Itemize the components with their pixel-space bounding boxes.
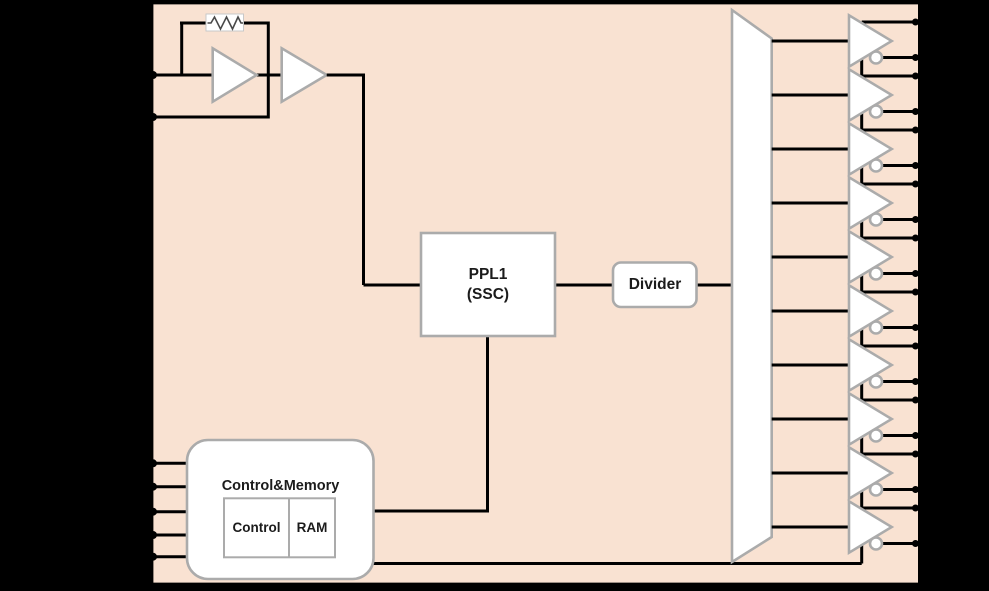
control-input-pins — [149, 459, 189, 561]
divider-block — [611, 261, 698, 309]
inverter-bubble-icon — [868, 266, 884, 281]
divider-label: Divider — [628, 275, 682, 293]
pin-dot — [149, 552, 157, 561]
pin-dot — [149, 507, 157, 516]
output-buffer-unit — [771, 13, 919, 76]
ram-label: RAM — [296, 520, 328, 535]
pin-dot — [912, 450, 919, 458]
output-buffer-unit — [771, 337, 919, 400]
amplifier-icon — [211, 45, 260, 105]
inverter-bubble-icon — [868, 374, 884, 389]
output-buffer-unit — [771, 175, 919, 238]
pin-dot — [912, 54, 919, 61]
control-label: Control — [232, 520, 281, 535]
pin-dot — [149, 482, 157, 491]
pin-dot — [912, 324, 919, 331]
pin-dot — [912, 486, 919, 493]
pin-dot — [912, 72, 919, 80]
pin-dot — [149, 531, 157, 539]
pin-dot — [149, 113, 157, 121]
pin-dot — [912, 180, 919, 188]
pin-dot — [912, 342, 919, 350]
inverter-bubble-icon — [868, 536, 884, 551]
output-buffer-unit — [771, 229, 919, 292]
pin-dot — [912, 126, 919, 134]
inverter-bubble-icon — [868, 320, 884, 335]
crystal-oscillator — [149, 13, 330, 121]
output-buffer-unit — [771, 391, 919, 454]
inverter-bubble-icon — [868, 482, 884, 497]
control-memory-block — [185, 438, 375, 581]
pin-dot — [912, 432, 919, 439]
output-buffer-unit — [771, 67, 919, 130]
pll-block — [419, 231, 557, 338]
inverter-bubble-icon — [868, 428, 884, 443]
output-buffer-unit — [771, 499, 919, 564]
output-buffer-unit — [771, 283, 919, 346]
pin-dot — [912, 162, 919, 169]
pin-dot — [912, 288, 919, 296]
mux-shape — [730, 7, 774, 565]
pin-dot — [912, 540, 919, 547]
pin-dot — [912, 378, 919, 385]
pin-dot — [912, 234, 919, 242]
control-memory-label: Control&Memory — [221, 478, 340, 494]
pin-dot — [912, 18, 919, 26]
output-buffer-unit — [771, 121, 919, 184]
control-ram-box — [223, 497, 336, 559]
pin-dot — [912, 216, 919, 223]
pin-dot — [912, 108, 919, 115]
pin-dot — [149, 71, 157, 79]
resistor-icon — [205, 13, 244, 32]
pin-dot — [912, 504, 919, 512]
output-buffers — [771, 13, 919, 564]
output-buffer-unit — [771, 445, 919, 508]
pll-label: PPL1 — [468, 265, 508, 283]
inverter-bubble-icon — [868, 104, 884, 119]
buffer-icon — [280, 46, 330, 104]
pin-dot — [912, 396, 919, 404]
pll-sublabel: (SSC) — [466, 285, 510, 303]
inverter-bubble-icon — [868, 50, 884, 65]
pin-dot — [912, 270, 919, 277]
pin-dot — [149, 459, 157, 468]
inverter-bubble-icon — [868, 212, 884, 227]
pll-block-label: PPL1 (SSC) — [421, 233, 555, 336]
inverter-bubble-icon — [868, 158, 884, 173]
